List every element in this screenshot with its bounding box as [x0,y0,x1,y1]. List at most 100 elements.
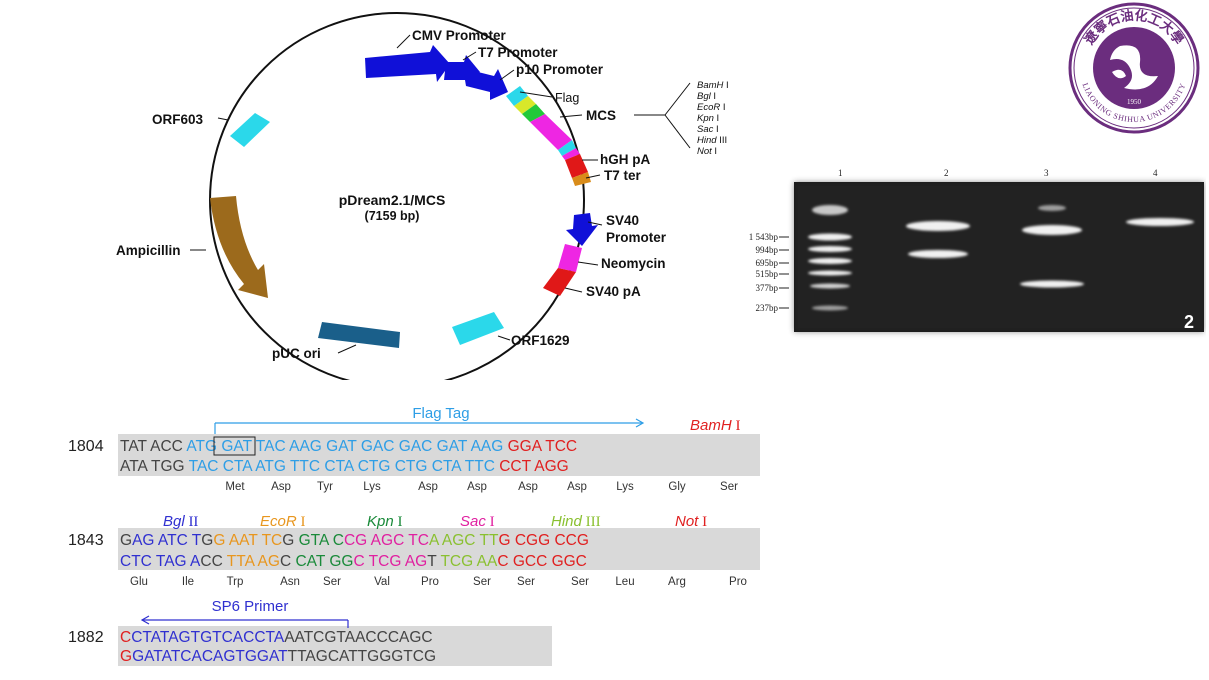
lane-label-4: 4 [1153,168,1158,178]
block1-bottom-strand: ATA TGG TAC CTA ATG TTC CTA CTG CTG CTA … [120,458,569,475]
enzyme-ecor: EcoR I [260,513,305,530]
marker-ticks [779,236,789,309]
mcs-segment [530,114,572,150]
orf1629-segment [452,312,504,345]
aa-asn: Asn [280,576,300,588]
aa-pro-1: Pro [421,576,439,588]
aa-ile: Ile [182,576,194,588]
university-logo: 遼寧石油化工大學 LIAONING SHIHUA UNIVERSITY 1950 [1068,2,1200,134]
marker-377: 377bp [756,283,779,293]
aa-val: Val [374,576,390,588]
aa-arg: Arg [668,576,686,588]
aa-lys-2: Lys [616,481,634,493]
label-hgh-pa: hGH pA [600,152,650,167]
enzyme-kpn: Kpn I [367,513,402,530]
marker-237: 237bp [756,303,779,313]
p10-promoter-arrow [466,69,508,100]
marker-515: 515bp [756,269,779,279]
block2-top-strand: GAG ATC TGG AAT TCG GTA CCG AGC TCA AGC … [120,532,589,549]
flag-tag-bracket [214,418,645,434]
plasmid-size: (7159 bp) [365,209,420,223]
block1-enzyme: BamH I [690,417,740,434]
site-hind: Hind III [697,135,727,146]
label-mcs: MCS [586,108,616,123]
sv40-pa-segment [543,268,576,296]
orf603-segment [230,113,270,147]
aa-lys-1: Lys [363,481,381,493]
aa-pro-2: Pro [729,576,747,588]
cmv-promoter-arrow [365,45,450,82]
block1-amino-acids: Met Asp Tyr Lys Asp Asp Asp Asp Lys Gly … [225,481,738,493]
aa-asp-4: Asp [518,481,538,493]
sequence-annotation: Flag Tag BamH I 1804 TAT ACC ATG GAT TAC… [68,405,760,666]
aa-ser-4: Ser [571,576,589,588]
block3-top-strand: CCTATAGTGTCACCTAAATCGTAACCCAGC [120,629,433,646]
leader-lines [190,34,691,354]
start-codon-box [213,436,256,456]
enzyme-hind: Hind III [551,513,601,530]
marker-695: 695bp [756,258,779,268]
plasmid-map: CMV Promoter T7 Promoter p10 Promoter Fl… [116,12,729,380]
aa-asp-5: Asp [567,481,587,493]
lane-label-1: 1 [838,168,843,178]
gel-panel-number: 2 [1184,312,1194,332]
label-t7-promoter: T7 Promoter [478,45,558,60]
block2-enzymes: Bgl II EcoR I Kpn I Sac I Hind III Not I [163,513,707,530]
site-ecor: EcoR I [697,102,726,113]
flag-segment [506,86,528,106]
label-sv40-pa: SV40 pA [586,284,641,299]
mcs-site-list: BamH I Bgl I EcoR I Kpn I Sac I Hind III… [697,80,729,157]
block1-top-strand: TAT ACC ATG GAT TAC AAG GAT GAC GAC GAT … [120,438,577,455]
sv40-promoter-arrow [566,213,598,246]
block2-number: 1843 [68,532,104,549]
aa-ser-3: Ser [517,576,535,588]
aa-asp-2: Asp [418,481,438,493]
logo-year: 1950 [1127,98,1142,106]
ampicillin-arrow [210,196,268,298]
label-ampicillin: Ampicillin [116,243,181,258]
aa-met: Met [225,481,245,493]
marker-1543: 1 543bp [749,232,779,242]
marker-994: 994bp [756,245,779,255]
gel-bands [808,205,1194,311]
label-p10-promoter: p10 Promoter [516,62,604,77]
mcs-segment-2 [558,140,576,156]
sp6-primer-label: SP6 Primer [212,598,289,615]
block3-bottom-strand: GGATATCACAGTGGATTTAGCATTGGGTCG [120,648,436,665]
block1-number: 1804 [68,438,104,455]
enzyme-not: Not I [675,513,707,530]
site-sac: Sac I [697,124,719,135]
label-cmv-promoter: CMV Promoter [412,28,507,43]
lane-label-2: 2 [944,168,949,178]
aa-gly: Gly [668,481,686,493]
aa-ser: Ser [720,481,738,493]
label-neomycin: Neomycin [601,256,666,271]
flag-tag-label: Flag Tag [412,405,469,422]
block2-bottom-strand: CTC TAG ACC TTA AGC CAT GGC TCG AGT TCG … [120,553,587,570]
plasmid-name: pDream2.1/MCS [339,192,446,208]
label-orf1629: ORF1629 [511,333,570,348]
site-bamh: BamH I [697,80,729,91]
aa-trp: Trp [227,576,244,588]
block3-shade [118,626,552,666]
puc-ori-segment [318,322,400,348]
aa-glu: Glu [130,576,148,588]
label-puc-ori: pUC ori [272,346,321,361]
aa-ser-2: Ser [473,576,491,588]
flag-segment-3 [522,104,545,122]
label-flag: Flag [555,91,579,105]
label-orf603: ORF603 [152,112,204,127]
aa-asp-1: Asp [271,481,291,493]
gel-electrophoresis: 1 2 3 4 1 543bp 994bp 695bp 515bp 377bp … [749,168,1204,332]
label-t7-ter: T7 ter [604,168,642,183]
flag-segment-2 [514,96,536,114]
aa-leu: Leu [615,576,634,588]
plasmid-backbone [209,12,585,380]
enzyme-sac: Sac I [460,513,495,530]
t7-ter-segment [572,172,591,186]
lane-label-3: 3 [1044,168,1049,178]
aa-tyr: Tyr [317,481,333,493]
aa-ser-1: Ser [323,576,341,588]
sp6-primer-bracket [140,615,349,628]
label-sv40-promoter-2: Promoter [606,230,667,245]
